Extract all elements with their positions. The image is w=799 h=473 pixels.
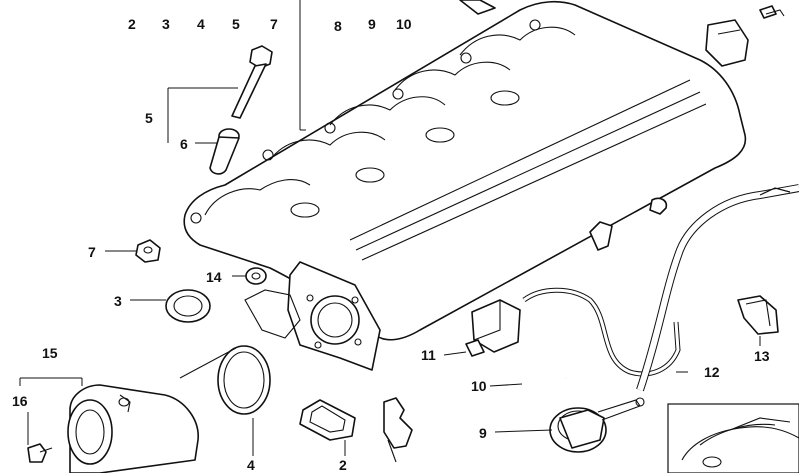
valve-bottom bbox=[383, 397, 413, 463]
callout-top-3: 3 bbox=[162, 16, 170, 32]
hose-12 bbox=[522, 287, 681, 377]
callout-left-16: 16 bbox=[12, 393, 28, 409]
throttle-housing-15 bbox=[67, 384, 199, 473]
callout-bolt-6: 6 bbox=[180, 136, 188, 152]
sleeve-6 bbox=[209, 128, 240, 175]
gasket-2 bbox=[299, 399, 356, 441]
vacuum-pipe bbox=[636, 184, 799, 392]
callout-top-8: 8 bbox=[334, 18, 342, 34]
callout-right-10: 10 bbox=[471, 378, 487, 394]
callout-right-13: 13 bbox=[754, 348, 770, 364]
callout-top-2: 2 bbox=[128, 16, 136, 32]
callout-left-7: 7 bbox=[88, 244, 96, 260]
callout-right-11: 11 bbox=[421, 347, 436, 363]
callout-top-5: 5 bbox=[232, 16, 240, 32]
nut-7 bbox=[135, 239, 161, 263]
callout-top-4: 4 bbox=[197, 16, 205, 32]
callout-top-9: 9 bbox=[368, 16, 376, 32]
clip-13 bbox=[737, 295, 779, 335]
seal-ring-3 bbox=[165, 289, 211, 323]
callout-right-12: 12 bbox=[704, 364, 720, 380]
hose-10 bbox=[509, 349, 568, 383]
callout-left-15: 15 bbox=[42, 345, 58, 361]
intake-manifold bbox=[183, 0, 747, 371]
callout-bottom-4: 4 bbox=[247, 457, 255, 473]
screw-16 bbox=[27, 443, 53, 463]
vacuum-sensor-bracket bbox=[705, 5, 785, 67]
vehicle-thumbnail bbox=[667, 403, 799, 473]
callout-left-3: 3 bbox=[114, 293, 122, 309]
callouts: 2 3 4 5 7 8 9 10 5 6 7 14 3 15 16 4 2 11… bbox=[12, 16, 770, 473]
callout-bolt-5: 5 bbox=[145, 110, 153, 126]
grommet-14 bbox=[245, 267, 267, 285]
bolt-5 bbox=[231, 45, 273, 119]
callout-right-9: 9 bbox=[479, 425, 487, 441]
vacuum-unit-9 bbox=[549, 397, 645, 453]
leader-lines bbox=[19, 0, 761, 456]
callout-top-7: 7 bbox=[270, 16, 278, 32]
solenoid-valve-11 bbox=[465, 299, 521, 357]
callout-left-14: 14 bbox=[206, 269, 222, 285]
top-clip bbox=[459, 0, 496, 15]
gasket-4 bbox=[217, 345, 271, 415]
callout-bottom-2: 2 bbox=[339, 457, 347, 473]
callout-top-10: 10 bbox=[396, 16, 412, 32]
